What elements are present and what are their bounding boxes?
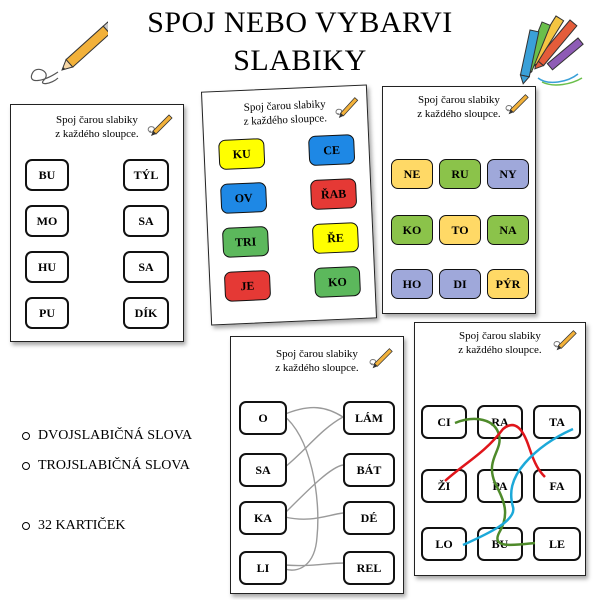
card-right-4[interactable]: KO <box>313 265 362 298</box>
worksheet-3: Spoj čarou slabiky z každého sloupce. NE… <box>382 86 536 314</box>
card-left-2[interactable]: MO <box>25 205 69 237</box>
card-right-2[interactable]: SA <box>123 205 169 237</box>
card-r2c2[interactable]: TO <box>439 215 481 245</box>
bullet-text: DVOJSLABIČNÁ SLOVA <box>38 428 193 443</box>
card-right-2[interactable]: BÁT <box>343 453 395 487</box>
worksheet-4: Spoj čarou slabiky z každého sloupce. O … <box>230 336 404 594</box>
card-right-3[interactable]: ŘE <box>311 222 360 254</box>
card-left-4[interactable]: PU <box>25 297 69 329</box>
card-left-4[interactable]: LI <box>239 551 287 585</box>
bullet-text: TROJSLABIČNÁ SLOVA <box>38 458 190 473</box>
pen-icon <box>553 330 577 351</box>
pen-icon <box>335 97 359 118</box>
card-r2c3[interactable]: NA <box>487 215 529 245</box>
pencil-icon <box>30 21 108 85</box>
card-r1c1[interactable]: CI <box>421 405 467 439</box>
instruction-line1: Spoj čarou slabiky <box>56 114 138 126</box>
instruction-line2: z každého sloupce. <box>55 128 139 140</box>
card-left-1[interactable]: O <box>239 401 287 435</box>
card-r2c3[interactable]: FA <box>533 469 581 503</box>
card-r1c2[interactable]: RA <box>477 405 523 439</box>
card-right-1[interactable]: LÁM <box>343 401 395 435</box>
instruction-line2: z každého sloupce. <box>458 344 542 356</box>
pen-icon <box>505 94 529 115</box>
card-right-1[interactable]: CE <box>308 134 356 167</box>
card-r1c3[interactable]: TA <box>533 405 581 439</box>
card-right-3[interactable]: DÉ <box>343 501 395 535</box>
card-r3c2[interactable]: DI <box>439 269 481 299</box>
bullet-two-syllable: DVOJSLABIČNÁ SLOVA <box>22 428 192 444</box>
bullet-text: 32 KARTIČEK <box>38 518 126 533</box>
card-left-1[interactable]: KU <box>218 138 266 171</box>
card-r3c1[interactable]: LO <box>421 527 467 561</box>
pen-icon <box>147 114 173 136</box>
crayons-icon <box>519 15 584 86</box>
card-right-3[interactable]: SA <box>123 251 169 283</box>
card-right-1[interactable]: TÝL <box>123 159 169 191</box>
card-r1c2[interactable]: RU <box>439 159 481 189</box>
card-left-1[interactable]: BU <box>25 159 69 191</box>
circle-bullet-icon <box>22 462 30 470</box>
page-title-line2: SLABIKY <box>233 44 367 77</box>
circle-bullet-icon <box>22 432 30 440</box>
card-right-2[interactable]: ŘAB <box>309 178 358 211</box>
instruction-line2: z každého sloupce. <box>417 108 501 120</box>
card-left-3[interactable]: HU <box>25 251 69 283</box>
card-left-4[interactable]: JE <box>223 269 272 302</box>
card-r3c3[interactable]: LE <box>533 527 581 561</box>
card-left-3[interactable]: KA <box>239 501 287 535</box>
card-r3c3[interactable]: PÝR <box>487 269 529 299</box>
worksheet-2: Spoj čarou slabiky z každého sloupce. KU… <box>200 84 378 326</box>
worksheet-5: Spoj čarou slabiky z každého sloupce. CI… <box>414 322 586 576</box>
worksheet-1: Spoj čarou slabiky z každého sloupce. BU… <box>10 104 184 342</box>
circle-bullet-icon <box>22 522 30 530</box>
instruction-line1: Spoj čarou slabiky <box>418 94 500 106</box>
pen-icon <box>369 348 393 369</box>
card-right-4[interactable]: DÍK <box>123 297 169 329</box>
card-r2c1[interactable]: ŽI <box>421 469 467 503</box>
instruction-line1: Spoj čarou slabiky <box>459 330 541 342</box>
page-title-line1: SPOJ NEBO VYBARVI <box>147 6 453 39</box>
card-r3c1[interactable]: HO <box>391 269 433 299</box>
instruction-line2: z každého sloupce. <box>275 362 359 374</box>
card-right-4[interactable]: REL <box>343 551 395 585</box>
card-r2c1[interactable]: KO <box>391 215 433 245</box>
card-left-3[interactable]: TRI <box>221 225 270 258</box>
bullet-card-count: 32 KARTIČEK <box>22 518 125 534</box>
card-r1c1[interactable]: NE <box>391 159 433 189</box>
card-r3c2[interactable]: BU <box>477 527 523 561</box>
card-left-2[interactable]: SA <box>239 453 287 487</box>
card-left-2[interactable]: OV <box>220 181 268 214</box>
bullet-three-syllable: TROJSLABIČNÁ SLOVA <box>22 458 190 474</box>
instruction-line1: Spoj čarou slabiky <box>276 348 358 360</box>
card-r1c3[interactable]: NY <box>487 159 529 189</box>
card-r2c2[interactable]: PA <box>477 469 523 503</box>
